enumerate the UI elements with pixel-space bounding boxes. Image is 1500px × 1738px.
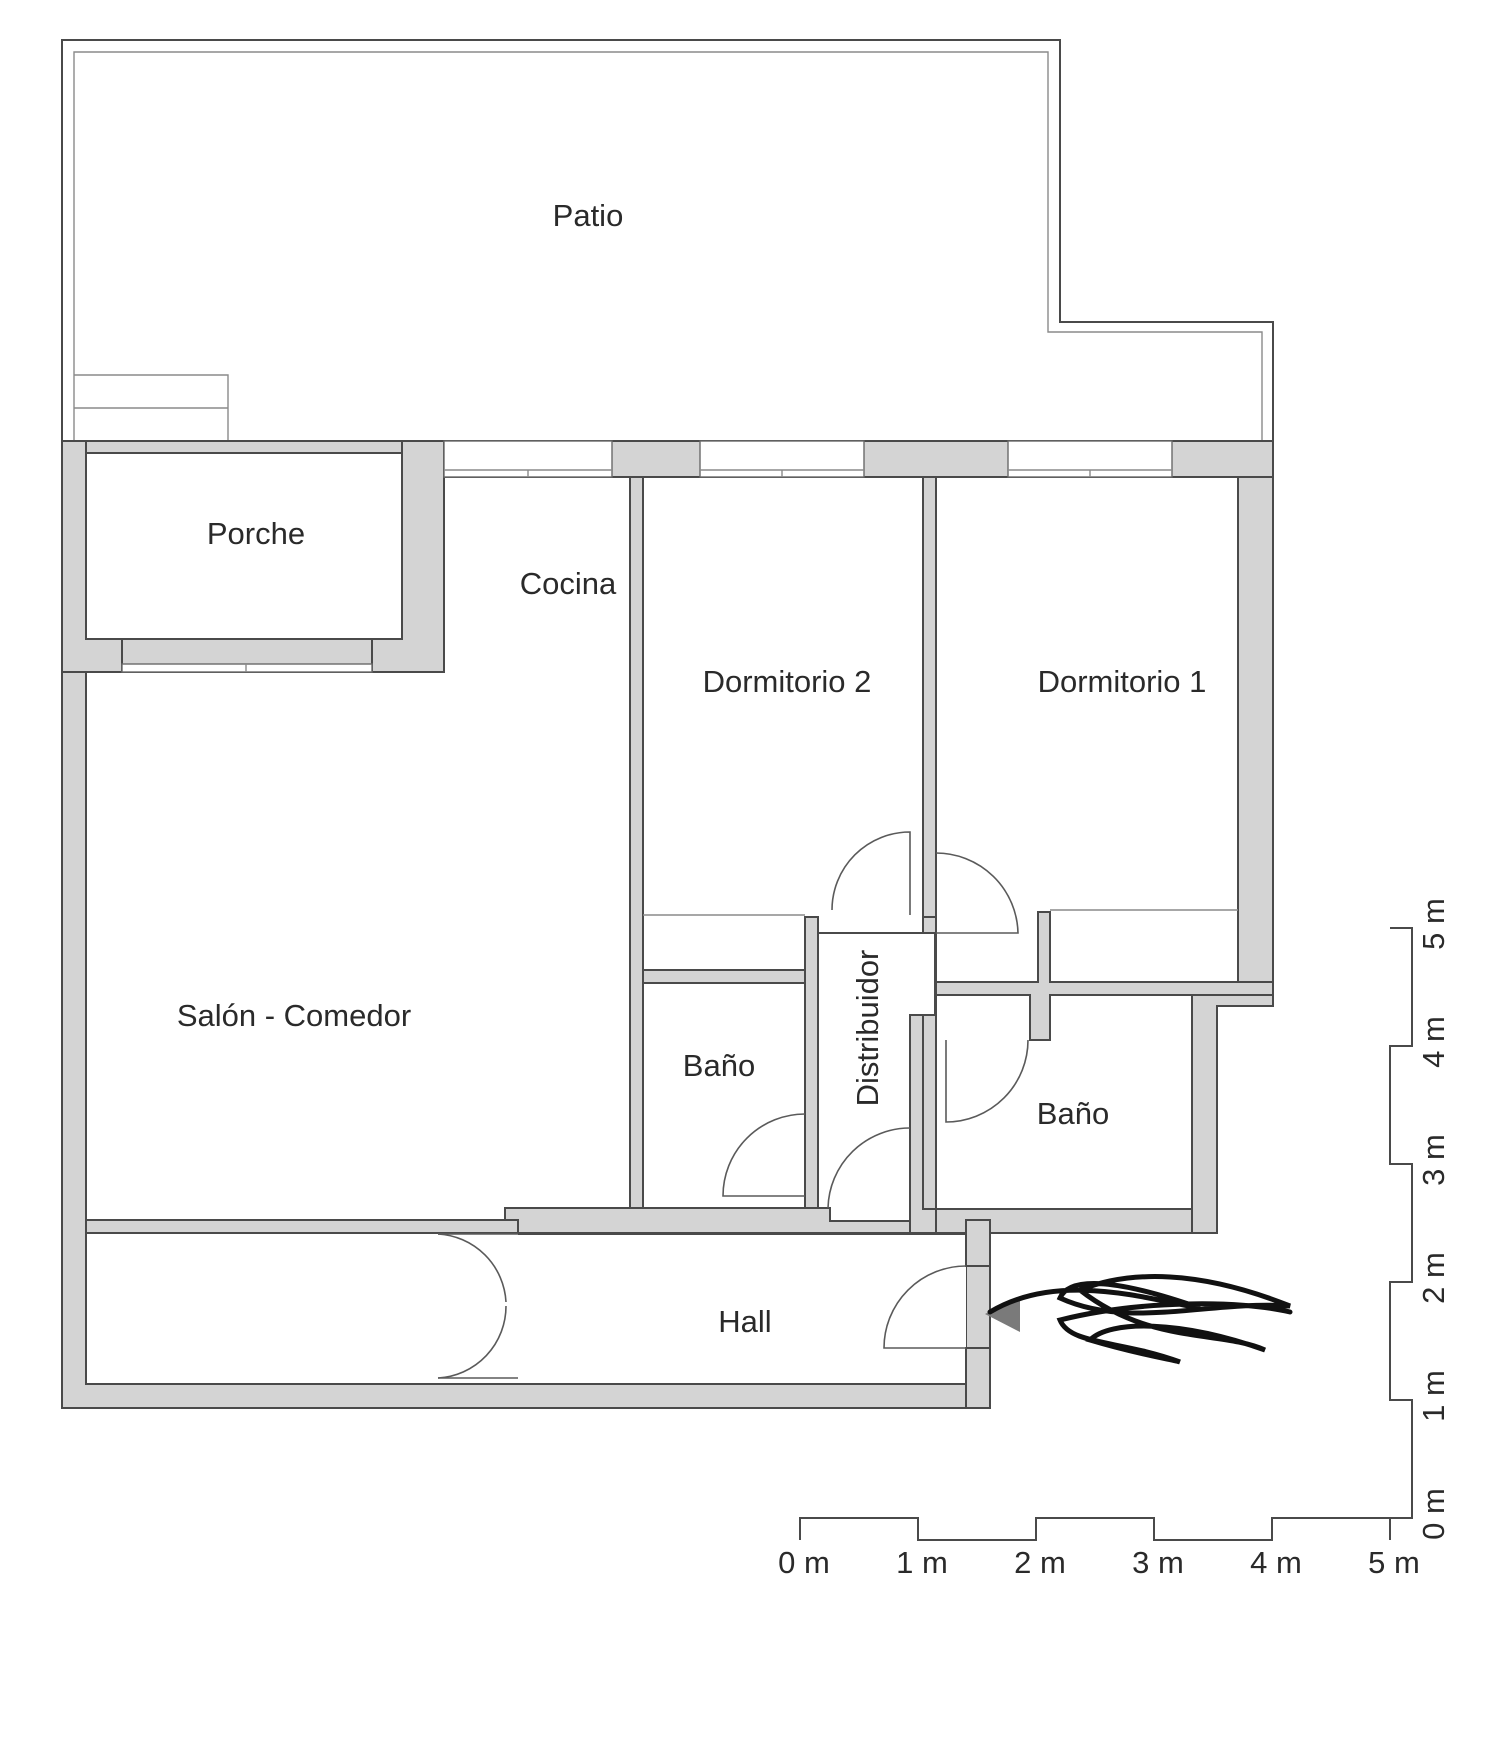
label-patio: Patio [553, 198, 624, 233]
interior-spaces [85, 452, 1239, 1385]
porch-steps [74, 374, 229, 441]
scale-bar-vertical: 0 m 1 m 2 m 3 m 4 m 5 m [1389, 898, 1451, 1540]
scale-x-3: 3 m [1132, 1545, 1184, 1580]
label-bano-left: Baño [683, 1048, 755, 1083]
scale-y-3: 3 m [1416, 1134, 1451, 1186]
label-porche: Porche [207, 516, 305, 551]
scale-bar-horizontal: 0 m 1 m 2 m 3 m 4 m 5 m [778, 1517, 1420, 1580]
scale-x-4: 4 m [1250, 1545, 1302, 1580]
patio-outline [61, 39, 1274, 441]
label-cocina: Cocina [520, 566, 617, 601]
scale-y-1: 1 m [1416, 1370, 1451, 1422]
entry-marker [985, 1274, 1293, 1365]
label-salon-comedor: Salón - Comedor [177, 998, 411, 1033]
room-labels: Patio Porche Cocina Dormitorio 2 Dormito… [177, 198, 1207, 1339]
scale-x-0: 0 m [778, 1545, 830, 1580]
scale-x-1: 1 m [896, 1545, 948, 1580]
scale-y-5: 5 m [1416, 898, 1451, 950]
scale-y-0: 0 m [1416, 1488, 1451, 1540]
label-dormitorio-1: Dormitorio 1 [1038, 664, 1207, 699]
label-hall: Hall [718, 1304, 771, 1339]
scale-x-2: 2 m [1014, 1545, 1066, 1580]
doors [437, 831, 1029, 1379]
windows [121, 440, 1173, 673]
label-bano-right: Baño [1037, 1096, 1109, 1131]
scale-y-4: 4 m [1416, 1016, 1451, 1068]
scribble-mark [987, 1274, 1293, 1365]
label-dormitorio-2: Dormitorio 2 [703, 664, 872, 699]
label-distribuidor: Distribuidor [850, 950, 885, 1107]
scale-y-2: 2 m [1416, 1252, 1451, 1304]
wardrobes [643, 909, 1238, 916]
scale-x-5: 5 m [1368, 1545, 1420, 1580]
entry-arrow-icon [985, 1296, 1020, 1332]
